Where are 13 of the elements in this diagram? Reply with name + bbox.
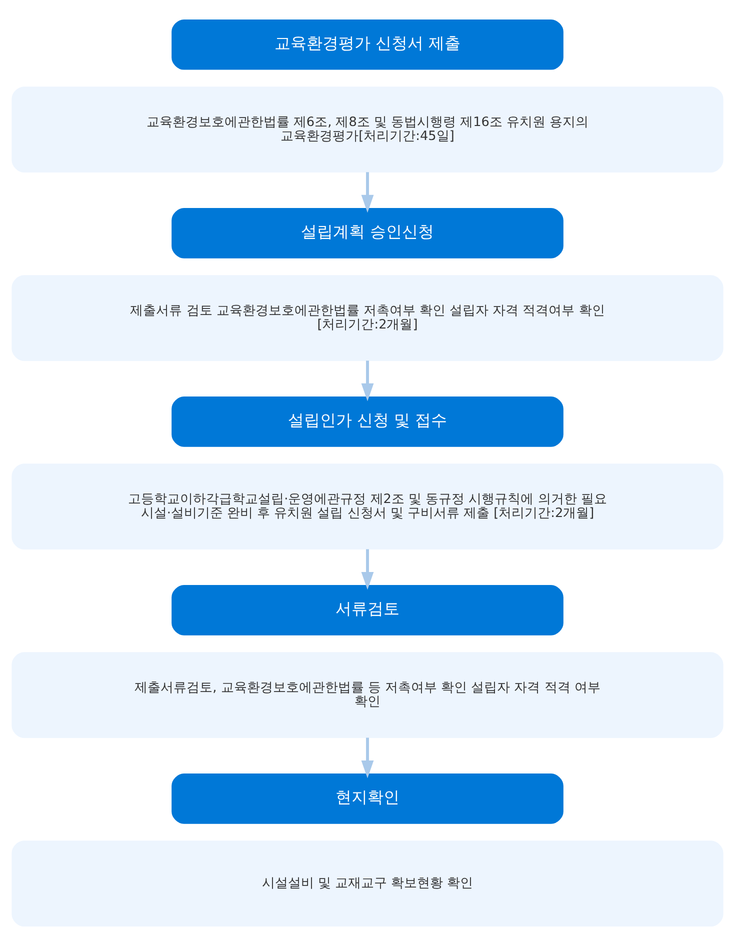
arrow bbox=[361, 360, 374, 401]
arrow bbox=[361, 172, 374, 212]
arrow bbox=[361, 548, 374, 590]
node-box: 제출서류 검토 교육환경보호에관한법률 저촉여부 확인 설립자 자격 적격여부 확인 [처리기간:2개월] bbox=[12, 274, 724, 360]
node-box: 고등학교이하각급학교설립·운영에관규정 제2조 및 동규정 시행규칙에 의거한 필요 시설·설비기준 완비 후 유치원 설립 신청서 및 구비서류 제출 [처리기간:2개월] bbox=[12, 463, 724, 549]
node-box: 설립계획 승인신청 bbox=[172, 207, 564, 258]
node-box: 교육환경평가 신청서 제출 bbox=[172, 18, 564, 70]
node-box: 현지확인 bbox=[172, 773, 564, 824]
node-box: 제출서류검토, 교육환경보호에관한법률 등 저촉여부 확인 설립자 자격 적격 여부 확인 bbox=[12, 652, 724, 738]
node-box: 서류검토 bbox=[172, 584, 564, 635]
node-box: 설립인가 신청 및 접수 bbox=[172, 396, 564, 446]
arrow bbox=[361, 737, 374, 778]
node-box: 교육환경보호에관한법률 제6조, 제8조 및 동법시행령 제16조 유치원 용지의 교육환경평가[처리기간:45일] bbox=[12, 86, 724, 172]
